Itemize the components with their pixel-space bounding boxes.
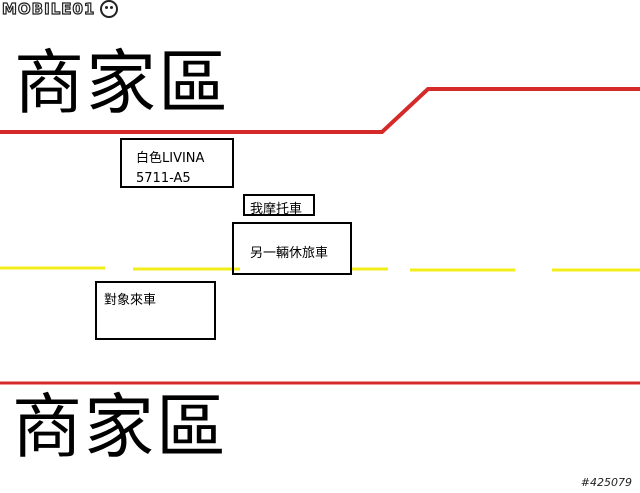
bottom-business-zone-label: 商家區 [12, 386, 228, 468]
other-van-box: 另一輛休旅車 [232, 222, 352, 275]
image-id-watermark: #425079 [580, 476, 632, 489]
other-van-label: 另一輛休旅車 [250, 246, 329, 261]
my-motorcycle-box: 我摩托車 [243, 194, 315, 217]
target-car-label: 對象來車 [104, 293, 157, 308]
my-motorcycle-label: 我摩托車 [250, 202, 303, 217]
mobile01-logo: MOBILE01 [1, 0, 96, 19]
livina-model-label: 白色LIVINA [136, 151, 205, 166]
livina-plate-label: 5711-A5 [136, 171, 191, 186]
top-business-zone-label: 商家區 [14, 42, 230, 124]
logo-face-icon [100, 0, 118, 18]
target-car-box: 對象來車 [95, 281, 216, 340]
center-dashed-line [0, 266, 640, 272]
white-livina-box: 白色LIVINA 5711-A5 [120, 138, 234, 188]
top-curb-line [0, 87, 640, 134]
